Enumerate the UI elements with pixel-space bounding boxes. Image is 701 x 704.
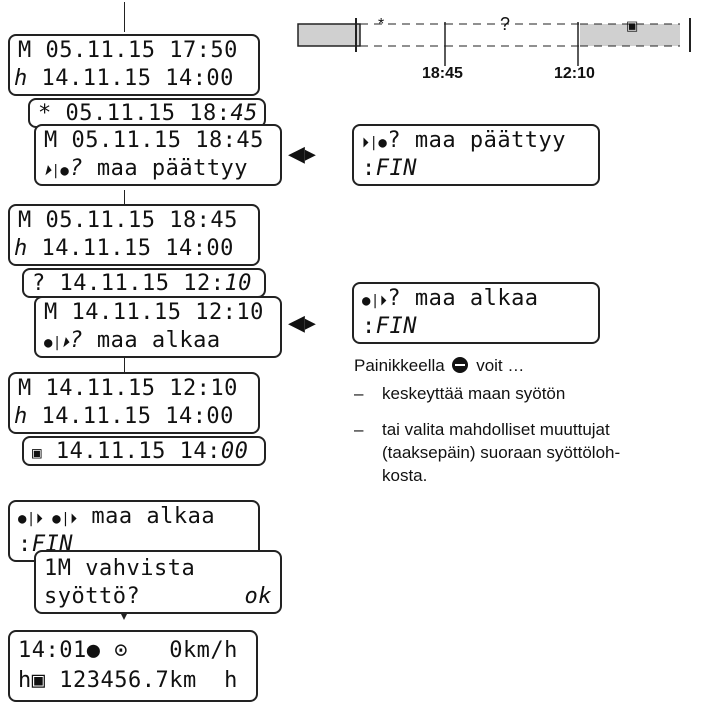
- country-end-icon: ⏵|●: [362, 135, 388, 151]
- display-line: * 05.11.15 18:45: [38, 101, 258, 127]
- display-line: 14:01● ⊙ 0km/h: [18, 638, 238, 663]
- country-value[interactable]: FIN: [375, 314, 417, 339]
- flow-connector: [124, 2, 125, 32]
- display-entry-start: * 05.11.15 18:45: [28, 98, 266, 128]
- display-line: :FIN: [362, 156, 417, 182]
- display-line: h▣ 123456.7km h: [18, 668, 238, 693]
- display-country-start: M 14.11.15 12:10 ●|⏵? maa alkaa: [34, 296, 282, 358]
- country-end-icon: ⏵|●: [44, 163, 70, 179]
- display-line: ●|⏵ ●|⏵ maa alkaa: [18, 504, 215, 532]
- display-text: 14.11.15 12:: [45, 271, 225, 296]
- display-line: ●|⏵? maa alkaa: [44, 328, 221, 356]
- country-value[interactable]: FIN: [375, 156, 417, 181]
- country-start-icon: ●|⏵: [44, 335, 70, 351]
- display-text: maa alkaa: [83, 328, 221, 353]
- display-entry-unknown: ? 14.11.15 12:10: [22, 268, 266, 298]
- timeline-label-1845: 18:45: [422, 65, 463, 82]
- display-text: maa alkaa: [77, 504, 216, 529]
- display-current-date: M 05.11.15 18:45 h 14.11.15 14:00: [8, 204, 260, 266]
- back-button-icon: [452, 357, 469, 373]
- availability-icon: ▣: [32, 443, 43, 462]
- colon-mark: :: [362, 156, 376, 181]
- asterisk-icon: *: [38, 101, 52, 126]
- timeline-symbol-a: *: [378, 16, 385, 33]
- timeline-bar-right: [580, 24, 680, 46]
- display-current-date: M 14.11.15 12:10 h 14.11.15 14:00: [8, 372, 260, 434]
- display-line: ▣ 14.11.15 14:00: [32, 439, 248, 466]
- display-text: ? maa alkaa: [387, 286, 539, 311]
- timeline-symbol-b: ?: [500, 14, 511, 34]
- editable-value[interactable]: 45: [230, 101, 258, 126]
- display-line: :FIN: [362, 314, 417, 340]
- display-standard: 14:01● ⊙ 0km/h h▣ 123456.7km h: [8, 630, 258, 702]
- rest-icon: h: [14, 404, 28, 429]
- display-text: 14.11.15 14:00: [27, 404, 234, 429]
- display-text: 14.11.15 14:00: [27, 236, 234, 261]
- help-bullet-dash: –: [354, 384, 364, 403]
- display-text: 05.11.15 18:: [51, 101, 231, 126]
- display-line: ⏵|●? maa päättyy: [44, 156, 248, 184]
- help-item-text: (taaksepäin) suoraan syöttöloh-: [382, 443, 621, 462]
- flow-connector: [124, 358, 125, 372]
- display-entry-availability: ▣ 14.11.15 14:00: [22, 436, 266, 466]
- display-text: 14.11.15 14:00: [27, 66, 234, 91]
- timeline-symbol-c: ▣: [626, 18, 639, 33]
- display-text: 14.11.15 14:: [42, 439, 221, 464]
- editable-value[interactable]: 00: [220, 439, 249, 464]
- question-mark: ?: [69, 156, 84, 181]
- display-line: ? 14.11.15 12:10: [32, 271, 252, 297]
- display-confirm-entry: 1M vahvista syöttö? ok: [34, 550, 282, 614]
- timeline-bar-left: [297, 23, 361, 47]
- display-line: ●|⏵? maa alkaa: [362, 286, 539, 314]
- colon-mark: :: [18, 532, 32, 557]
- editable-value[interactable]: 10: [224, 271, 252, 296]
- display-line: 1M vahvista: [44, 556, 196, 581]
- display-line: M 05.11.15 18:45: [18, 208, 238, 233]
- help-item-text: tai valita mahdolliset muuttujat: [382, 420, 610, 439]
- timeline-graphic: [297, 18, 691, 66]
- rest-icon: h: [14, 66, 28, 91]
- country-start-icon: ●|⏵: [362, 293, 388, 309]
- display-line: M 05.11.15 17:50: [18, 38, 238, 63]
- display-line: ⏵|●? maa päättyy: [362, 128, 566, 156]
- question-mark: ?: [69, 328, 84, 353]
- ok-option[interactable]: ok: [244, 584, 272, 609]
- flow-connector: [124, 190, 125, 204]
- timeline-label-1210: 12:10: [554, 65, 595, 82]
- display-country-end: M 05.11.15 18:45 ⏵|●? maa päättyy: [34, 124, 282, 186]
- display-line: M 14.11.15 12:10: [44, 300, 264, 325]
- display-current-date: M 05.11.15 17:50 h 14.11.15 14:00: [8, 34, 260, 96]
- display-line: M 14.11.15 12:10: [18, 376, 238, 401]
- rest-icon: h: [14, 236, 28, 261]
- bidirectional-arrow-icon: ◀▸: [288, 310, 316, 335]
- help-intro: Painikkeella voit …: [354, 356, 524, 376]
- help-intro-text: Painikkeella: [354, 356, 445, 375]
- display-line: h 14.11.15 14:00: [14, 66, 234, 92]
- display-text: maa päättyy: [83, 156, 249, 181]
- display-line: h 14.11.15 14:00: [14, 404, 234, 430]
- display-line: h 14.11.15 14:00: [14, 236, 234, 262]
- help-item-text: keskeyttää maan syötön: [382, 384, 566, 403]
- display-line: M 05.11.15 18:45: [44, 128, 264, 153]
- display-line: syöttö?: [44, 584, 141, 609]
- help-bullet-dash: –: [354, 420, 364, 439]
- bidirectional-arrow-icon: ◀▸: [288, 141, 316, 166]
- display-country-start-detail: ●|⏵? maa alkaa :FIN: [352, 282, 600, 344]
- display-text: ? maa päättyy: [387, 128, 567, 153]
- help-item-text: kosta.: [382, 466, 428, 485]
- help-intro-tail: voit …: [476, 356, 525, 375]
- colon-mark: :: [362, 314, 376, 339]
- country-start-icon: ●|⏵ ●|⏵: [18, 511, 78, 527]
- display-country-end-detail: ⏵|●? maa päättyy :FIN: [352, 124, 600, 186]
- question-icon: ?: [32, 271, 46, 296]
